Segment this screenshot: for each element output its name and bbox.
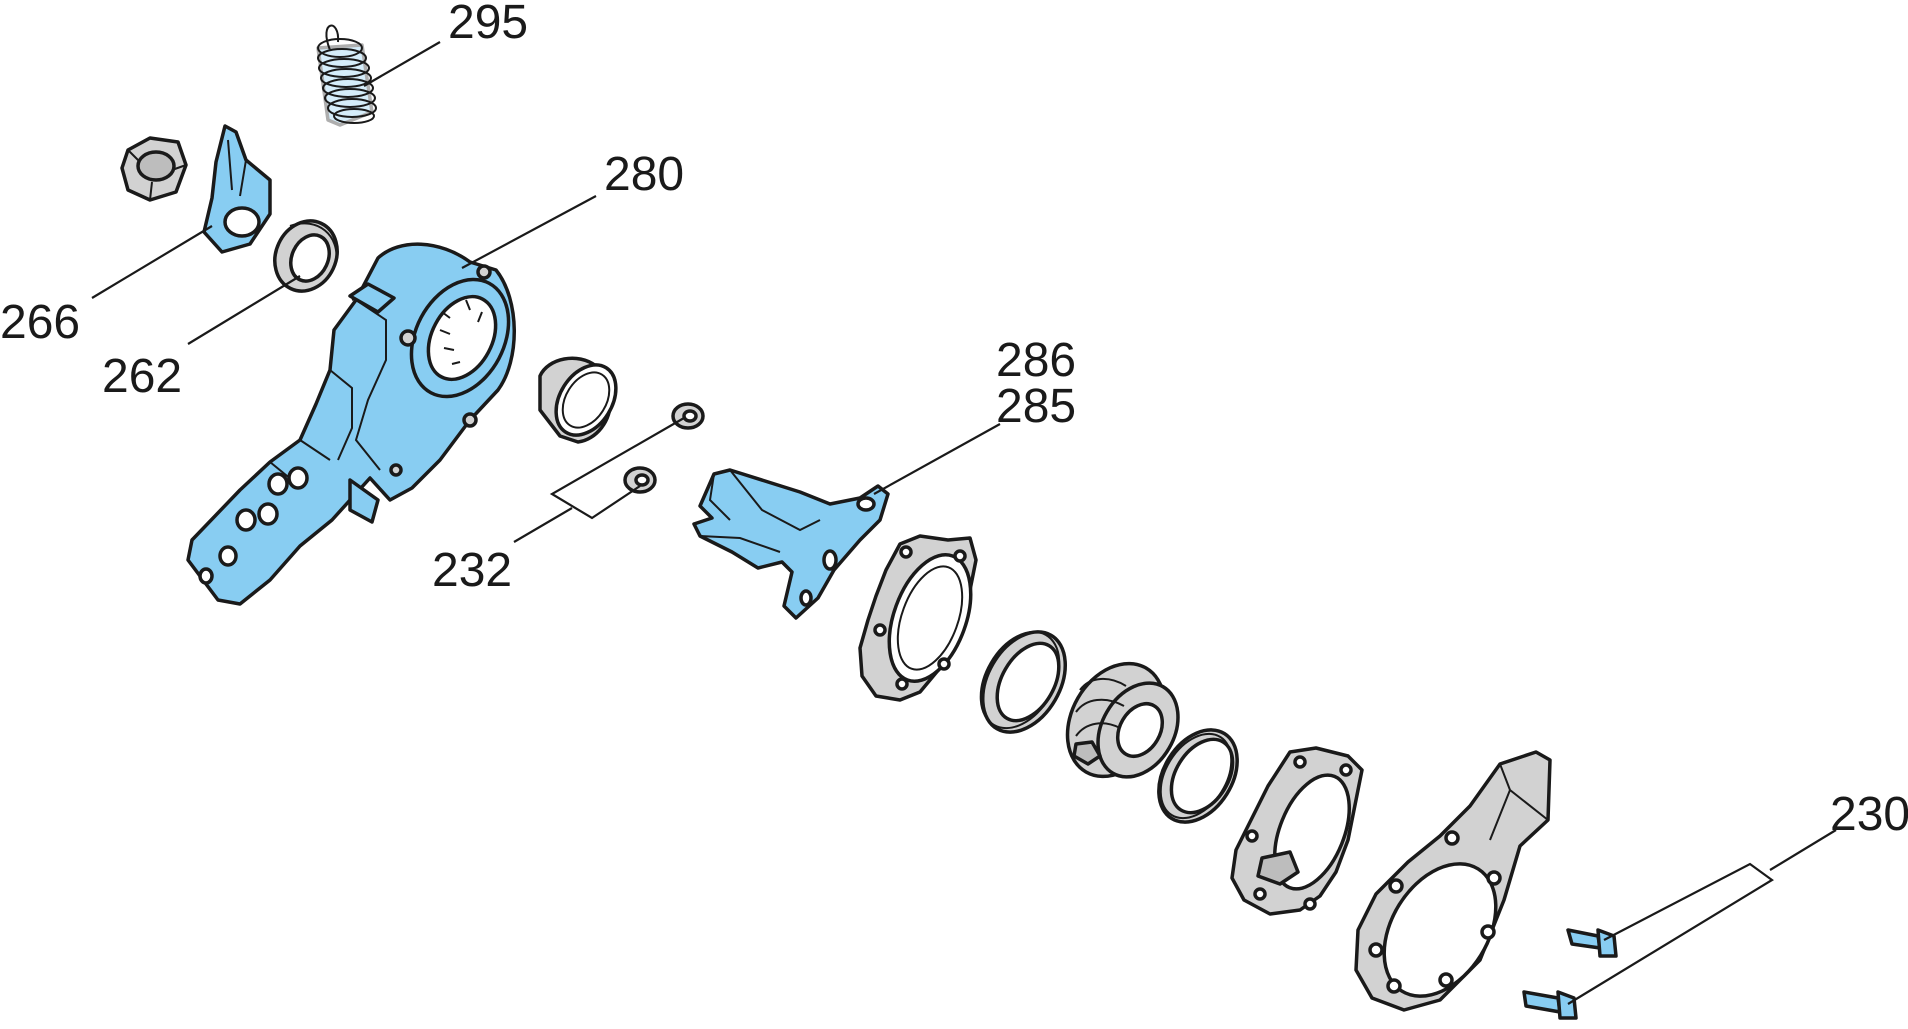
part-spring — [316, 24, 377, 127]
label-295: 295 — [448, 0, 528, 49]
part-seal-ring — [273, 219, 339, 293]
label-232: 232 — [432, 544, 512, 597]
part-nut — [120, 136, 188, 202]
part-thrust-ring — [1157, 728, 1239, 824]
label-280: 280 — [604, 148, 684, 201]
part-bearing-housing — [1230, 746, 1364, 916]
part-small-nut — [623, 402, 705, 494]
part-anchor-bracket — [692, 468, 890, 620]
label-286: 286 — [996, 334, 1076, 387]
part-bushing — [538, 356, 618, 444]
label-285: 285 — [996, 380, 1076, 433]
label-262: 262 — [102, 350, 182, 403]
part-bolt — [1522, 928, 1618, 1020]
label-230: 230 — [1830, 788, 1908, 841]
leader-lines — [91, 41, 1837, 1005]
part-slack-adjuster — [186, 242, 516, 606]
part-o-ring — [979, 630, 1067, 734]
part-pawl — [202, 124, 272, 254]
part-mounting-plate — [1354, 750, 1552, 1012]
label-266: 266 — [0, 296, 80, 349]
part-flange-plate — [858, 534, 978, 702]
part-bearing-hub — [1065, 661, 1180, 779]
